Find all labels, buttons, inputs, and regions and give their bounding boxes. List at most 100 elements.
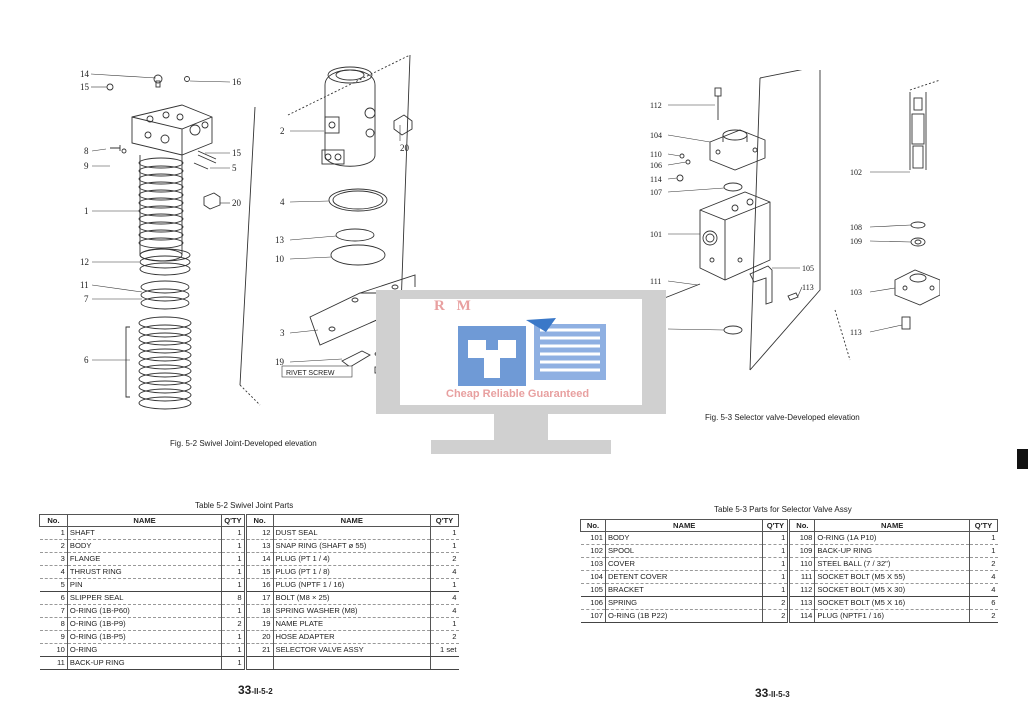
callout-11: 11 bbox=[80, 280, 89, 290]
callout-9: 9 bbox=[84, 161, 89, 171]
table-cell: 1 bbox=[221, 565, 246, 579]
callout-20: 20 bbox=[232, 198, 242, 208]
table-cell: 106 bbox=[580, 596, 606, 610]
table-cell: O-RING (1B-P5) bbox=[66, 630, 222, 644]
watermark-tagline: Cheap Reliable Guaranteed bbox=[446, 388, 590, 400]
swivel-joint-diagram: 14 15 16 8 9 15 5 20 1 12 11 7 6 2 20 4 … bbox=[80, 55, 416, 410]
table-cell: 1 bbox=[221, 552, 246, 566]
table-cell: PLUG (NPTF 1 / 16) bbox=[272, 578, 431, 592]
table-cell: 2 bbox=[39, 539, 68, 553]
table-cell: SNAP RING (SHAFT ø 55) bbox=[272, 539, 431, 553]
table-cell: 1 bbox=[430, 578, 459, 592]
table-cell: 4 bbox=[430, 591, 459, 605]
table-cell: BACK-UP RING bbox=[66, 656, 222, 670]
table-cell: 1 bbox=[430, 617, 459, 631]
table-cell: 109 bbox=[787, 544, 815, 558]
table-cell: 2 bbox=[762, 609, 789, 623]
table-cell bbox=[272, 656, 431, 670]
table-cell: 4 bbox=[969, 583, 998, 597]
callout-10: 10 bbox=[275, 254, 285, 264]
table-cell: 1 bbox=[762, 583, 789, 597]
table-5-3-caption: Table 5-3 Parts for Selector Valve Assy bbox=[714, 505, 852, 514]
table-cell: SOCKET BOLT (M5 X 55) bbox=[814, 570, 970, 584]
table-cell: 1 bbox=[221, 643, 246, 657]
callout-105: 105 bbox=[802, 264, 814, 273]
table-cell: 19 bbox=[243, 617, 274, 631]
table-cell: 1 set bbox=[430, 643, 459, 657]
table-cell: SOCKET BOLT (M5 X 30) bbox=[814, 583, 970, 597]
table-cell: BACK-UP RING bbox=[814, 544, 970, 558]
table-cell: 1 bbox=[762, 557, 789, 571]
table-cell: 14 bbox=[243, 552, 274, 566]
table-cell: PLUG (PT 1 / 8) bbox=[272, 565, 431, 579]
wrench-logo-icon bbox=[458, 318, 606, 386]
table-cell: 1 bbox=[221, 630, 246, 644]
table-cell: 9 bbox=[39, 630, 68, 644]
table-cell: BOLT (M8 × 25) bbox=[272, 591, 431, 605]
callout-103: 103 bbox=[850, 288, 862, 297]
column-header: No. bbox=[787, 519, 816, 532]
table-cell: 1 bbox=[969, 544, 998, 558]
callout-111: 111 bbox=[650, 277, 661, 286]
table-cell: 107 bbox=[580, 609, 606, 623]
table-cell: 1 bbox=[221, 539, 246, 553]
column-header: No. bbox=[39, 514, 68, 527]
table-cell: 8 bbox=[221, 591, 246, 605]
table-cell: 114 bbox=[787, 609, 815, 623]
table-cell bbox=[430, 656, 459, 670]
table-cell: BODY bbox=[604, 531, 763, 545]
table-cell: 12 bbox=[243, 526, 274, 540]
callout-109: 109 bbox=[850, 237, 862, 246]
callout-106: 106 bbox=[650, 161, 662, 170]
callout-13: 13 bbox=[275, 235, 285, 245]
table-cell: 104 bbox=[580, 570, 606, 584]
table-cell: STEEL BALL (7 / 32") bbox=[814, 557, 970, 571]
table-cell: 1 bbox=[221, 526, 246, 540]
table-cell: 13 bbox=[243, 539, 274, 553]
table-cell: 2 bbox=[969, 609, 998, 623]
table-cell: 4 bbox=[969, 570, 998, 584]
table-cell: O-RING bbox=[66, 643, 222, 657]
table-cell: 102 bbox=[580, 544, 606, 558]
callout-1: 1 bbox=[84, 206, 89, 216]
table-cell: 2 bbox=[430, 630, 459, 644]
table-cell: 113 bbox=[787, 596, 815, 610]
callout-19: 19 bbox=[275, 357, 285, 367]
table-cell: PLUG (NPTF1 / 16) bbox=[814, 609, 970, 623]
table-cell: NAME PLATE bbox=[272, 617, 431, 631]
table-cell: 21 bbox=[243, 643, 274, 657]
table-cell: 1 bbox=[762, 531, 789, 545]
page-number-main: 33 bbox=[755, 686, 769, 700]
table-cell: BRACKET bbox=[604, 583, 763, 597]
column-header: Q'TY bbox=[430, 514, 459, 527]
callout-101: 101 bbox=[650, 230, 662, 239]
table-cell: 20 bbox=[243, 630, 274, 644]
table-cell: COVER bbox=[604, 557, 763, 571]
rivet-screw-label: RIVET SCREW bbox=[286, 370, 335, 377]
table-cell: 1 bbox=[221, 578, 246, 592]
table-cell: SOCKET BOLT (M5 X 16) bbox=[814, 596, 970, 610]
table-cell: 18 bbox=[243, 604, 274, 618]
callout-16: 16 bbox=[232, 77, 242, 87]
table-cell: 1 bbox=[969, 531, 998, 545]
callout-113b: 113 bbox=[850, 328, 862, 337]
table-cell: 2 bbox=[430, 552, 459, 566]
table-cell: 101 bbox=[580, 531, 606, 545]
table-cell: SHAFT bbox=[66, 526, 222, 540]
fig-5-2-caption: Fig. 5-2 Swivel Joint-Developed elevatio… bbox=[170, 439, 317, 448]
table-cell: 1 bbox=[762, 570, 789, 584]
column-header: NAME bbox=[814, 519, 970, 532]
